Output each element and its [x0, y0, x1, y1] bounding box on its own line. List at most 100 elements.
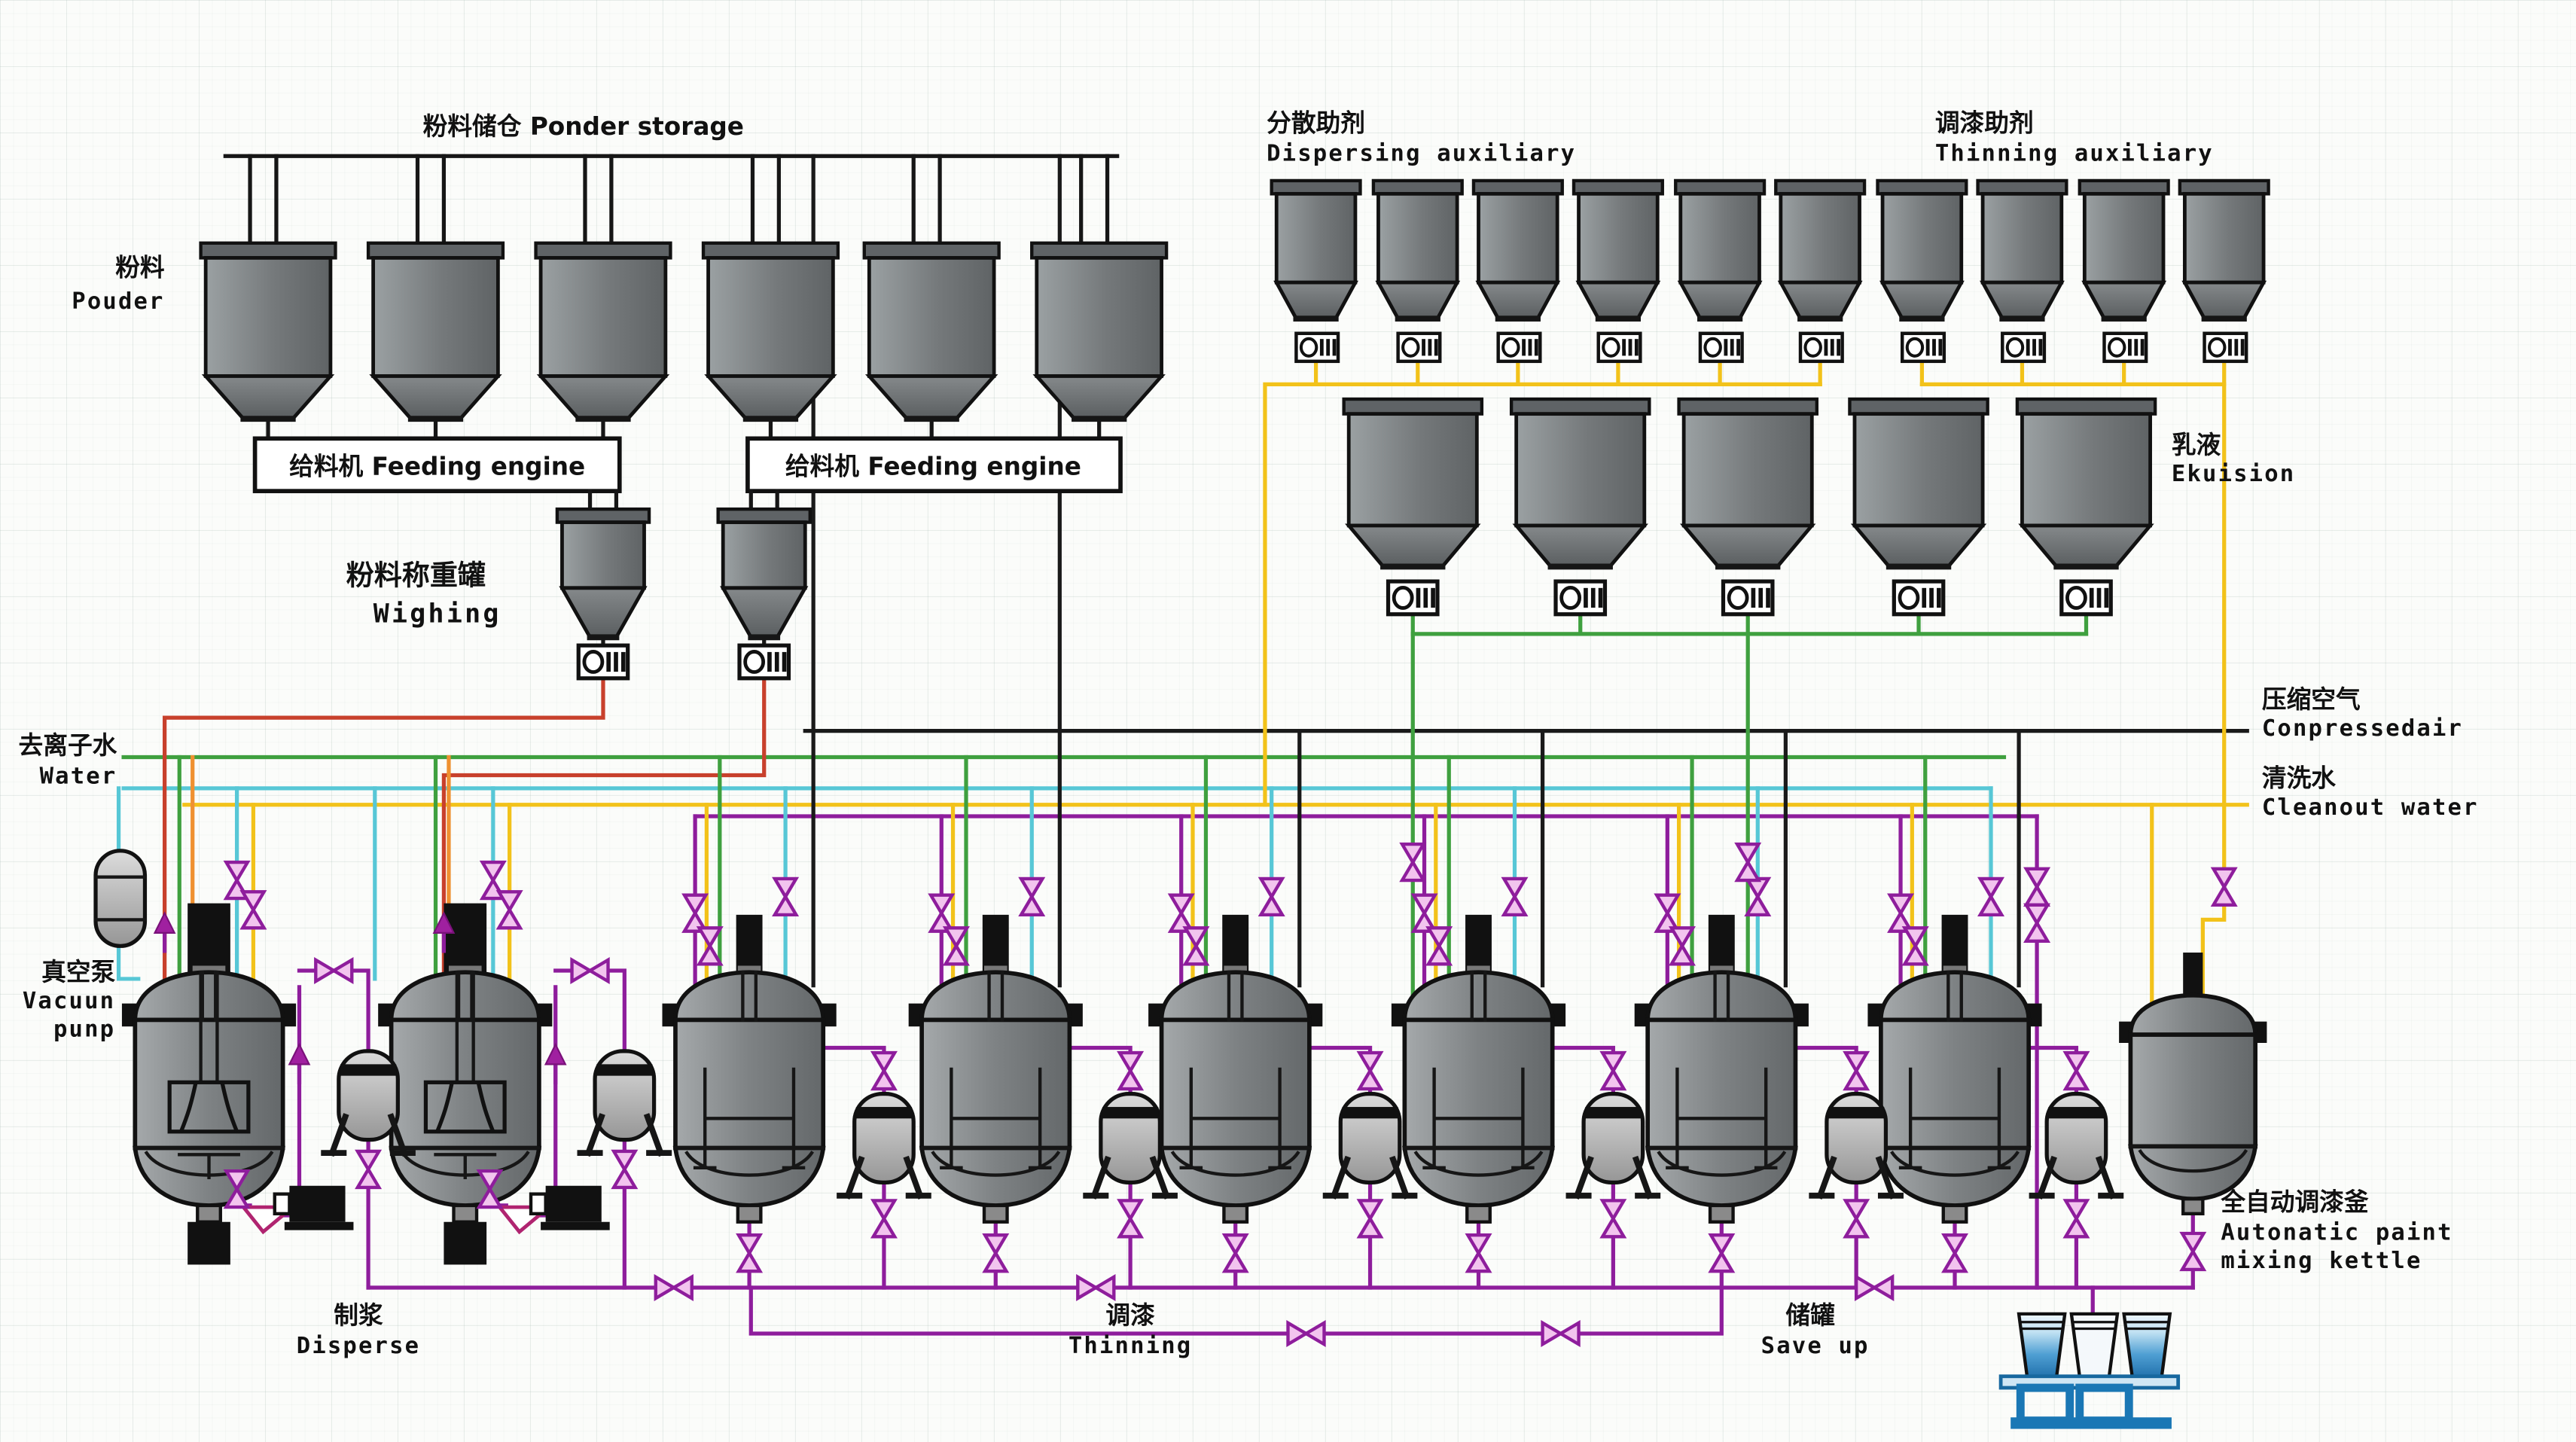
- valve-icon: [614, 1151, 635, 1187]
- kettle-label-en1: Autonatic paint: [2221, 1220, 2453, 1246]
- weigher-meter-icon: [1599, 334, 1641, 361]
- valve-icon: [684, 895, 706, 931]
- weighing-hopper: [718, 491, 810, 645]
- valve-icon: [656, 1277, 692, 1298]
- valve-icon: [1428, 928, 1450, 964]
- valve-icon: [1657, 895, 1678, 931]
- sample-cup: [2071, 1314, 2117, 1376]
- valve-icon: [873, 1053, 895, 1089]
- weigher-meter-icon: [1389, 581, 1437, 614]
- save-up-label-zh: 储罐: [1785, 1301, 1835, 1330]
- emulsion-hopper: [2017, 399, 2155, 566]
- agitator-motor-icon: [1941, 914, 1968, 973]
- agitator-motor-icon: [1222, 914, 1249, 973]
- thinning-tank: [663, 972, 837, 1222]
- feeding-engine-label: 给料机 Feeding engine: [289, 452, 585, 480]
- weigher-meter-icon: [2205, 334, 2247, 361]
- valve-icon: [1402, 844, 1423, 880]
- valve-icon: [2214, 869, 2235, 905]
- weigher-meter-icon: [578, 645, 627, 678]
- filter-vessel: [580, 1051, 669, 1153]
- flow-arrow-icon: [289, 1044, 309, 1082]
- powder-hopper: [703, 156, 838, 438]
- emulsion-hopper: [1679, 399, 1817, 566]
- valve-icon: [1504, 879, 1525, 915]
- kettle-label-zh: 全自动调漆釜: [2220, 1187, 2369, 1216]
- valve-icon: [775, 879, 796, 915]
- water-label-en: Water: [40, 763, 117, 789]
- valve-icon: [1413, 895, 1434, 931]
- emulsion-hopper: [1344, 399, 1482, 566]
- mixing-kettle: [2119, 995, 2267, 1214]
- valve-icon: [1737, 844, 1758, 880]
- thinning-label-zh: 调漆: [1105, 1301, 1155, 1330]
- valve-icon: [700, 928, 721, 964]
- dispersing-aux-hopper: [1675, 181, 1764, 319]
- thinning-tank: [1392, 972, 1565, 1222]
- compressed-air-label-en: Conpressedair: [2262, 715, 2463, 742]
- valve-icon: [242, 892, 264, 928]
- feeding-engine-box: [252, 436, 622, 493]
- valve-icon: [1171, 895, 1192, 931]
- valve-icon: [2065, 1053, 2087, 1089]
- valve-icon: [1672, 928, 1693, 964]
- valve-icon: [739, 1235, 760, 1271]
- agitator-motor-icon: [982, 914, 1009, 973]
- valve-icon: [1225, 1235, 1246, 1271]
- valve-icon: [572, 960, 608, 981]
- powder-hopper: [368, 156, 503, 438]
- dispersing-aux-label-en: Dispersing auxiliary: [1267, 141, 1576, 167]
- cleanout-water-label-zh: 清洗水: [2262, 764, 2336, 793]
- cleanout-water-label-en: Cleanout water: [2262, 794, 2479, 821]
- feed-pump-icon: [275, 1186, 354, 1230]
- disperse-label-zh: 制浆: [334, 1301, 383, 1330]
- disperse-label-en: Disperse: [297, 1333, 420, 1359]
- valve-icon: [358, 1151, 379, 1187]
- disperse-tank: [378, 972, 552, 1222]
- thinning-tank: [909, 972, 1083, 1222]
- emulsion-hopper: [1849, 399, 1987, 566]
- valve-icon: [1711, 1235, 1732, 1271]
- kettle-label-en2: mixing kettle: [2221, 1248, 2422, 1274]
- valve-icon: [1890, 895, 1911, 931]
- valve-icon: [931, 895, 952, 931]
- weigher-meter-icon: [2002, 334, 2044, 361]
- valve-icon: [1185, 928, 1206, 964]
- valve-icon: [1120, 1053, 1141, 1089]
- valve-icon: [1905, 928, 1926, 964]
- emulsion-label-zh: 乳液: [2172, 431, 2221, 459]
- filter-vessel: [840, 1094, 928, 1196]
- ponder-storage-label: 粉料储仓 Ponder storage: [423, 112, 744, 141]
- feeding-engine-box: [745, 436, 1123, 493]
- valve-icon: [1261, 879, 1282, 915]
- save-up-label-en: Save up: [1761, 1333, 1870, 1359]
- valve-icon: [873, 1200, 895, 1236]
- valve-icon: [1359, 1053, 1380, 1089]
- valve-icon: [1468, 1235, 1489, 1271]
- weigher-meter-icon: [1700, 334, 1742, 361]
- agitator-motor-icon: [2183, 953, 2203, 995]
- valve-icon: [1078, 1277, 1114, 1298]
- valve-icon: [2182, 1233, 2203, 1270]
- weigher-meter-icon: [1498, 334, 1541, 361]
- flow-arrow-icon: [546, 1044, 566, 1082]
- weigher-meter-icon: [1800, 334, 1843, 361]
- valve-icon: [1846, 1200, 1867, 1236]
- weigher-meter-icon: [1902, 334, 1944, 361]
- valve-icon: [1021, 879, 1042, 915]
- feeding-engine-label: 给料机 Feeding engine: [785, 452, 1081, 480]
- thinning-aux-hopper: [1978, 181, 2067, 319]
- dispersing-aux-hopper: [1574, 181, 1663, 319]
- dispersing-aux-hopper: [1776, 181, 1864, 319]
- weigher-meter-icon: [739, 645, 788, 678]
- weigher-meter-icon: [1296, 334, 1338, 361]
- vacuum-pump-vessel: [93, 849, 148, 948]
- weigher-meter-icon: [2062, 581, 2111, 614]
- filter-vessel: [1326, 1094, 1415, 1196]
- weighing-hopper: [557, 491, 649, 645]
- labels: 粉料储仓 Ponder storage 粉料 Pouder 给料机 Feedin…: [19, 108, 2479, 1359]
- weigher-meter-icon: [1894, 581, 1943, 614]
- thinning-aux-label-zh: 调漆助剂: [1935, 108, 2034, 137]
- powder-storage-section: [201, 156, 1166, 678]
